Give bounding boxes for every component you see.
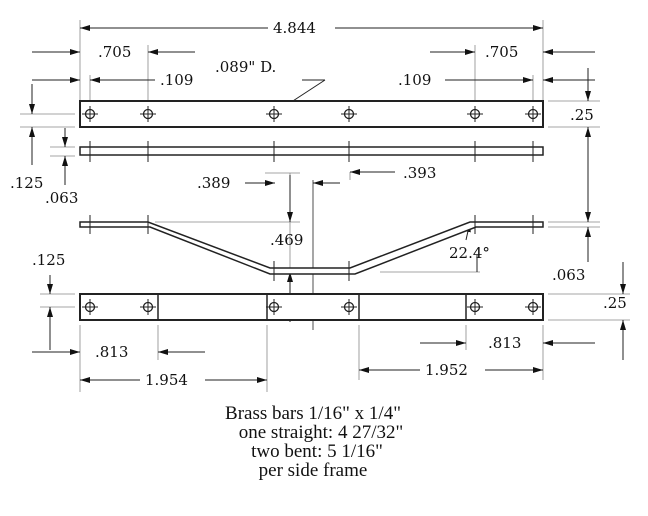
dim-bend-angle: 22.4°	[449, 244, 490, 262]
dim-hole-center-bottom-left: .125	[32, 251, 65, 269]
extension-lines	[20, 20, 630, 392]
dim-offset-left: .389	[197, 174, 230, 192]
hole-centerline	[467, 106, 483, 122]
straight-bar-side-view	[79, 146, 544, 156]
hole-centerline	[266, 106, 282, 122]
dim-right-edge-hole: .109	[398, 71, 431, 89]
holes-top	[82, 106, 541, 122]
dim-left-edge-hole: .109	[160, 71, 193, 89]
dim-drop-height: .469	[270, 231, 303, 249]
hole-centerline	[525, 299, 541, 315]
bent-bar	[79, 221, 544, 275]
holes-bottom	[82, 299, 541, 315]
dim-span-right: 1.952	[425, 361, 468, 379]
dim-offset-right: .393	[403, 164, 436, 182]
dim-left-hole-spacing: .705	[98, 43, 131, 61]
hole-ticks-bent	[89, 215, 534, 281]
caption-line-4: per side frame	[258, 460, 368, 481]
hole-centerline	[341, 299, 357, 315]
dimension-lines	[29, 25, 626, 383]
dim-hole-center-left: .125	[10, 174, 43, 192]
hole-centerline	[82, 299, 98, 315]
caption-line-2: one straight: 4 27/32"	[238, 422, 404, 443]
dim-bar-width-bottom: .25	[603, 294, 627, 312]
dim-span-left: 1.954	[145, 371, 188, 389]
dim-thickness-right: .063	[552, 266, 585, 284]
caption-line-1: Brass bars 1/16" x 1/4"	[225, 403, 401, 424]
caption-line-3: two bent: 5 1/16"	[251, 441, 383, 462]
hole-centerline	[140, 299, 156, 315]
hole-centerline	[467, 299, 483, 315]
dim-thickness-left: .063	[45, 189, 78, 207]
straight-bar-top-view	[79, 100, 544, 128]
dim-overall-length: 4.844	[273, 19, 316, 37]
hole-centerline	[266, 299, 282, 315]
hole-centerline	[140, 106, 156, 122]
dim-segment-right: .813	[488, 334, 521, 352]
dim-bar-width-top: .25	[570, 106, 594, 124]
hole-centerline	[525, 106, 541, 122]
hole-centerline	[341, 106, 357, 122]
dim-segment-left: .813	[95, 343, 128, 361]
dim-hole-diameter: .089" D.	[215, 58, 276, 76]
dim-right-hole-spacing: .705	[485, 43, 518, 61]
hole-centerline	[82, 106, 98, 122]
hole-ticks-side	[89, 141, 534, 162]
